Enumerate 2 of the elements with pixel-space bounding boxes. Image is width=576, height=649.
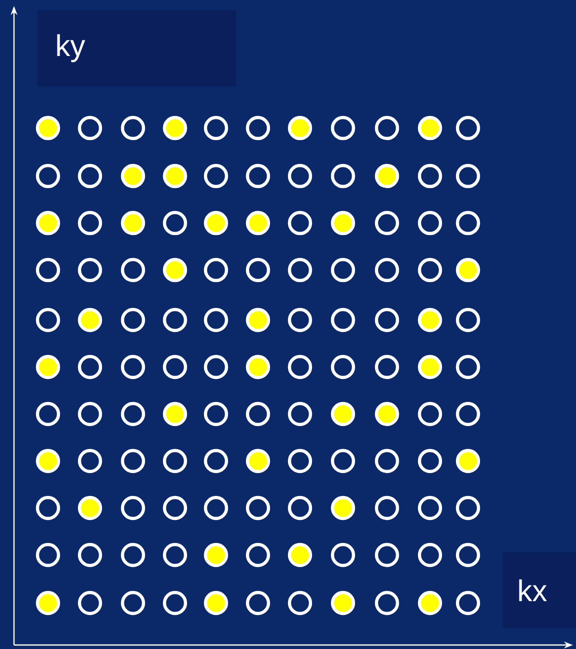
axis-label: kx [503,552,576,628]
axis-label: ky [37,10,236,86]
